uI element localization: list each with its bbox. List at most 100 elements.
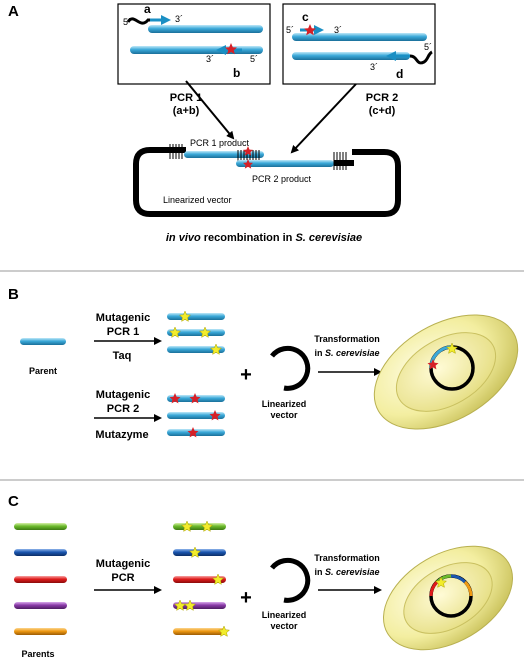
mutation-star (243, 159, 253, 169)
pcr2-label: PCR 2 (366, 92, 398, 104)
plasmid-insert-orange (463, 580, 473, 597)
parents-label: Parents (21, 649, 54, 659)
parent-gene-red (14, 576, 67, 583)
vector-end (334, 160, 354, 166)
vector-label-2: vector (270, 410, 298, 420)
mutation-star (304, 24, 316, 36)
transformation-species: S. cerevisiae (325, 567, 380, 577)
end-5-label: 5´ (250, 54, 258, 64)
mutation-star (209, 343, 223, 355)
mutation-star (183, 599, 197, 611)
mutation-star (198, 326, 212, 338)
linearized-vector (133, 147, 401, 217)
mutant-gene-blue (173, 549, 226, 556)
panel-a-letter: A (8, 3, 19, 20)
mutation-star (178, 310, 192, 322)
transformation-host-label: in S. cerevisiae (314, 567, 379, 577)
transformation-in: in (314, 348, 325, 358)
pcr2-primers-label: (c+d) (369, 105, 396, 117)
mutant-gene-red (173, 576, 226, 583)
pcr2-product-strand (236, 160, 334, 167)
template-strand-bottom (130, 46, 263, 54)
transformation-label: Transformation (314, 334, 380, 344)
pcr1-label: PCR 1 (170, 92, 202, 104)
panel-c-letter: C (8, 493, 19, 510)
end-5-label: 5´ (424, 42, 432, 52)
end-5-label: 5´ (286, 25, 294, 35)
primer-d-label: d (396, 67, 403, 81)
mutant-gene (167, 346, 225, 353)
plus-sign: + (240, 364, 252, 386)
vector-label: Linearized (262, 399, 307, 409)
template-strand-top (148, 25, 263, 33)
vector-label: Linearized (262, 610, 307, 620)
transformation-species: S. cerevisiae (325, 348, 380, 358)
parent-gene-orange (14, 628, 67, 635)
mutazyme-label: Mutazyme (95, 429, 148, 441)
arrow-pcr1-to-vector (185, 80, 235, 140)
pcr1-primers-label: (a+b) (173, 105, 200, 117)
pcr1-product-strand (184, 151, 264, 158)
taq-label: Taq (113, 350, 132, 362)
homology-region (169, 144, 183, 159)
mutation-star (200, 520, 214, 532)
caption-species: S. cerevisiae (295, 232, 362, 244)
end-3-label: 3´ (206, 54, 214, 64)
homology-region (333, 152, 347, 170)
mutant-gene (167, 329, 225, 336)
transformation-host-label: in S. cerevisiae (314, 348, 379, 358)
mutation-star (188, 546, 202, 558)
mutant-gene-green (173, 523, 226, 530)
mutation-star (434, 576, 448, 588)
mutation-star (225, 43, 237, 55)
mutant-gene (167, 313, 225, 320)
arrow-pcr2-to-vector (290, 83, 357, 154)
mutation-star (243, 146, 253, 156)
parent-gene-purple (14, 602, 67, 609)
vector-label-2: vector (270, 621, 298, 631)
pcr2-template-box (282, 3, 436, 85)
mutation-star (180, 520, 194, 532)
pcr2-product-label: PCR 2 product (252, 174, 312, 184)
mutagenic-pcr2-label-2: PCR 2 (107, 403, 139, 415)
end-5-label: 5´ (123, 17, 131, 27)
yeast-nucleus (395, 332, 497, 412)
linearized-vector-label: Linearized vector (163, 195, 232, 205)
recombination-caption: in vivo recombination in S. cerevisiae (166, 232, 362, 244)
mutation-star (209, 410, 221, 421)
linearized-vector-icon (270, 557, 311, 603)
mutagenic-pcr1-label-2: PCR 1 (107, 326, 139, 338)
end-3-label: 3´ (334, 25, 342, 35)
mutant-gene-orange (173, 628, 226, 635)
primer-d-tail (409, 50, 433, 65)
mutation-star (217, 625, 231, 637)
panel-a: A a b 5´ 3´ 3´ 5´ c d 5´ 3´ 3´ 5´ PCR 1 … (8, 2, 436, 244)
vector-end (168, 147, 186, 153)
end-3-label: 3´ (370, 62, 378, 72)
plasmid-insert-blue (450, 574, 467, 584)
mutant-gene (167, 412, 225, 419)
primer-c-label: c (302, 10, 309, 24)
mutagenic-pcr2-label: Mutagenic (96, 389, 150, 401)
mutation-star (211, 573, 225, 585)
pcr1-template-box (117, 3, 271, 85)
parent-label: Parent (29, 366, 57, 376)
template-strand-bottom (292, 52, 410, 60)
mutagenic-pcr-label: Mutagenic (96, 558, 150, 570)
primer-a-label: a (144, 2, 151, 16)
panel-b: B Parent Mutagenic PCR 1 Taq Mutagenic P… (8, 286, 519, 441)
caption-in-vivo: in vivo (166, 232, 201, 244)
transformation-label: Transformation (314, 553, 380, 563)
mutation-star (169, 393, 181, 404)
panel-b-letter: B (8, 286, 19, 303)
mutagenic-pcr-label-2: PCR (111, 572, 134, 584)
mutation-star (187, 427, 199, 438)
template-strand-top (292, 33, 427, 41)
caption-middle: recombination in (201, 232, 296, 244)
linearized-vector-icon (270, 345, 311, 391)
primer-b-label: b (233, 66, 240, 80)
transformation-in: in (314, 567, 325, 577)
mutation-star (427, 359, 439, 370)
parent-gene (20, 338, 66, 345)
